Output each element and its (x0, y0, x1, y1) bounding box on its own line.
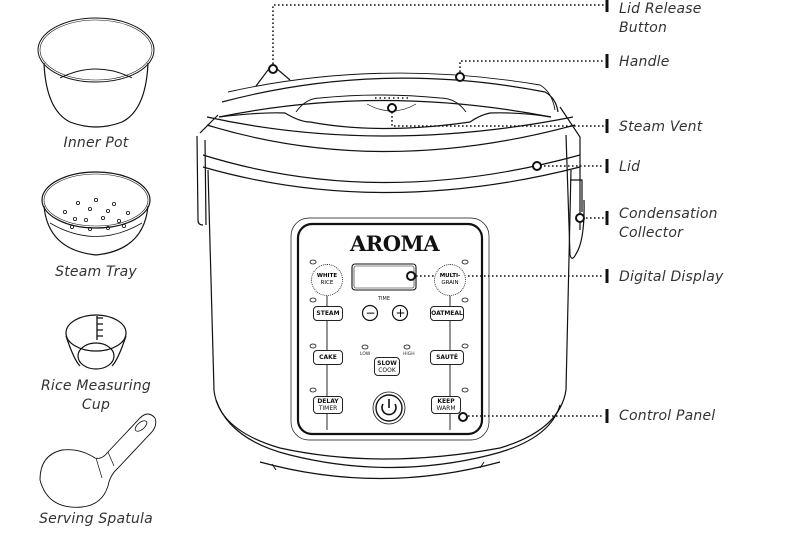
rice-measuring-cup-label: Rice Measuring Cup (40, 378, 152, 413)
control-panel-label: Control Panel (619, 408, 716, 424)
delay-timer-button[interactable]: DELAY TIMER (313, 396, 343, 414)
saute-button[interactable]: SAUTÉ (430, 350, 464, 365)
time-minus-button[interactable]: − (365, 306, 376, 320)
handle-label: Handle (619, 54, 670, 70)
steam-tray-label: Steam Tray (55, 264, 137, 280)
cake-button[interactable]: CAKE (313, 350, 343, 365)
serving-spatula-label: Serving Spatula (39, 511, 153, 527)
brand-logo: AROMA (350, 231, 440, 256)
steam-button[interactable]: STEAM (313, 306, 343, 321)
keep-warm-button[interactable]: KEEP WARM (431, 396, 461, 414)
slow-cook-button[interactable]: SLOW COOK (374, 357, 400, 376)
white-rice-button[interactable]: WHITE RICE (311, 264, 343, 296)
steam-vent-label: Steam Vent (619, 119, 703, 135)
digital-display-label: Digital Display (619, 269, 724, 285)
spatula-drawing (39, 413, 157, 508)
measuring-cup-drawing (65, 314, 127, 370)
condensation-collector-label: Condensation Collector (619, 206, 718, 241)
multi-grain-button[interactable]: MULTI- GRAIN (434, 264, 466, 296)
inner-pot-label: Inner Pot (63, 135, 129, 151)
time-plus-button[interactable]: + (395, 306, 406, 320)
lid-label: Lid (619, 159, 641, 175)
callout-markers (268, 64, 585, 422)
cooker-body (196, 67, 585, 480)
steam-tray-drawing (41, 171, 151, 256)
lid-release-button-label: Lid Release Button (619, 1, 702, 36)
power-button[interactable] (373, 392, 405, 424)
time-label: TIME (378, 296, 391, 302)
inner-pot-drawing (37, 17, 155, 128)
low-label: LOW (360, 352, 371, 357)
oatmeal-button[interactable]: OATMEAL (430, 306, 464, 321)
high-label: HIGH (403, 352, 415, 357)
